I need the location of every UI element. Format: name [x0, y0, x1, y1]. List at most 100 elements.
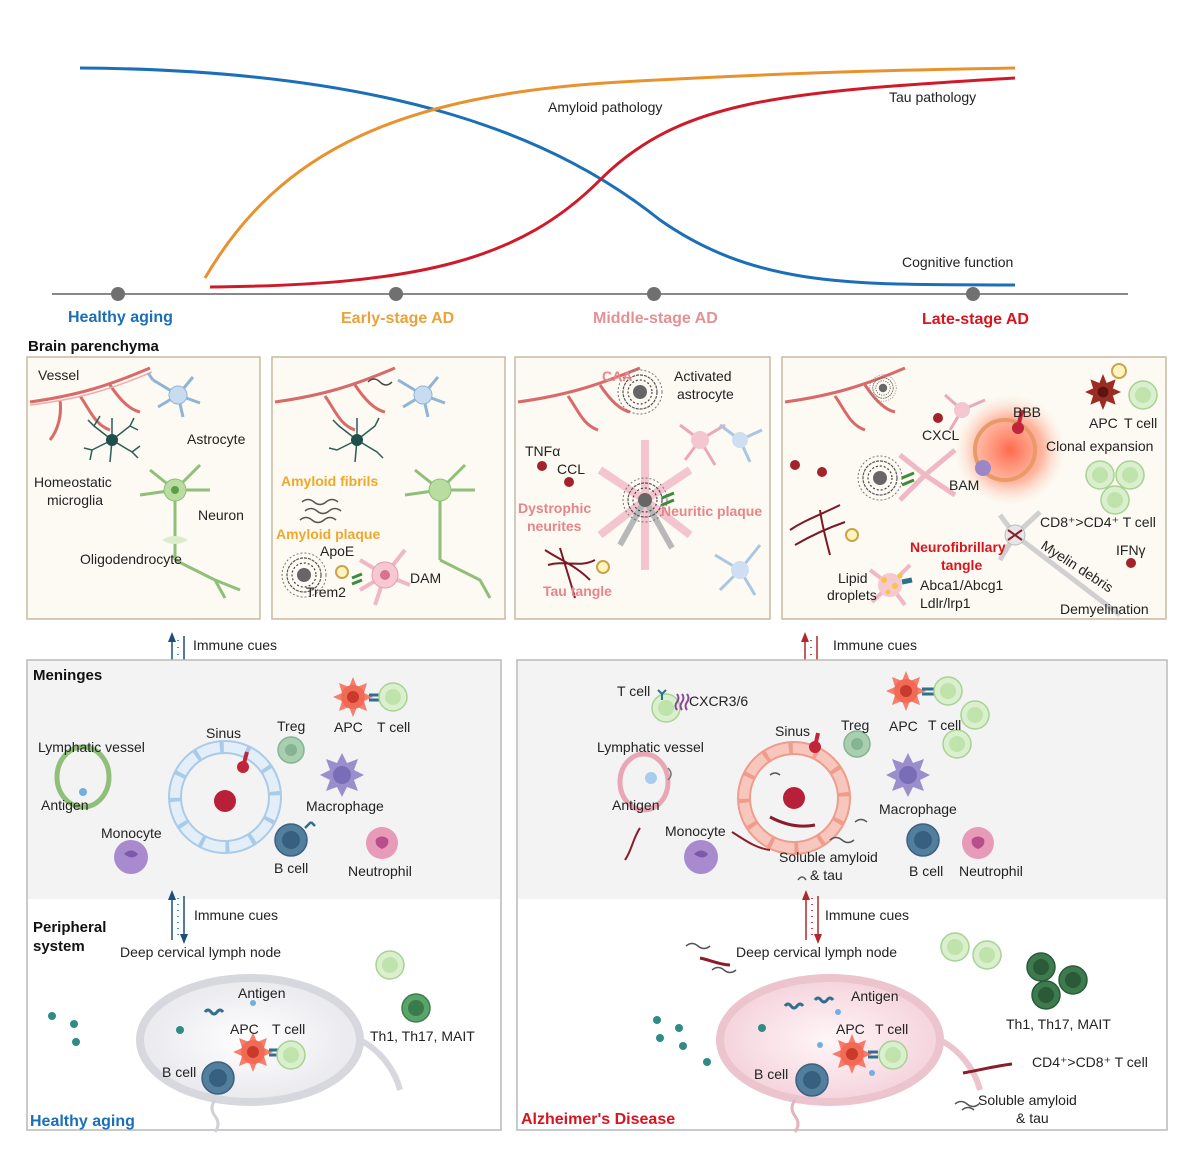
stage-label-healthy: Healthy aging [68, 309, 173, 326]
cxcl-label: CXCL [922, 427, 960, 443]
healthy-peripheral: Deep cervical lymph node Antigen APC T c… [30, 944, 475, 1133]
tcell-icon [276, 1040, 306, 1070]
brain-panel-early: Amyloid fibrils Amyloid plaque ApoE Trem… [271, 356, 506, 620]
bcell-label: B cell [274, 860, 308, 876]
apc-icon [233, 1032, 273, 1072]
lymphatic-vessel-label: Lymphatic vessel [38, 739, 145, 755]
stage-marker-middle [647, 287, 661, 301]
cd4-cd8-tcell-icon [962, 1062, 1013, 1075]
cxcl-icon [933, 413, 943, 423]
neutrophil-icon [366, 827, 398, 859]
immune-cues-label: Immune cues [833, 637, 917, 653]
healthy-meninges: Lymphatic vessel Antigen Sinus Treg APC … [38, 677, 412, 879]
sinus-label: Sinus [775, 723, 810, 739]
lipid-droplet-icon [868, 563, 913, 607]
microglia-icon [83, 415, 141, 463]
stage-marker-late [966, 287, 980, 301]
th-cell-icon [401, 993, 431, 1023]
tcell-icon [960, 700, 990, 730]
amyloid-fibril-icon [367, 378, 393, 386]
tcell-icon [933, 676, 963, 706]
monocyte-icon [684, 840, 718, 874]
soluble-amyloid-icon [685, 942, 737, 974]
antigen-icon [835, 1009, 841, 1015]
soluble-amyloid-label-1: Soluble amyloid [978, 1092, 1077, 1108]
ifng-icon [1126, 558, 1136, 568]
vessel-icon [274, 366, 396, 432]
th-cells-label: Th1, Th17, MAIT [370, 1028, 475, 1044]
lymphatic-vessel-label: Lymphatic vessel [597, 739, 704, 755]
bam-label: BAM [949, 477, 979, 493]
apc-label: APC [230, 1021, 259, 1037]
antigen-label: Antigen [41, 797, 88, 813]
apc-label: APC [836, 1021, 865, 1037]
tcell-icon [940, 932, 970, 962]
neutrophil-icon [962, 827, 994, 859]
bcell-icon [906, 823, 940, 857]
soluble-amyloid-label-2: & tau [810, 867, 843, 883]
bcell-icon [274, 823, 308, 857]
ad-footer-label: Alzheimer's Disease [521, 1111, 675, 1128]
apc-label: APC [334, 719, 363, 735]
lymph-node-label: Deep cervical lymph node [736, 944, 897, 960]
caa-label: CAA [602, 368, 632, 384]
apc-label: APC [1089, 415, 1118, 431]
timeline: Amyloid pathology Tau pathology Cognitiv… [52, 66, 1128, 328]
monocyte-icon [114, 840, 148, 874]
immune-cues-arrow-left-bottom: Immune cues [168, 890, 278, 944]
treg-icon [277, 736, 305, 764]
brain-panel-middle: CAA Activated astrocyte TNFα CCL Dystrop… [514, 356, 771, 620]
stage-marker-healthy [111, 287, 125, 301]
neurofibrillary-label-1: Neurofibrillary [910, 539, 1006, 555]
lymphatic-vessel-icon [54, 744, 112, 810]
lymphatic-vessel-icon [617, 751, 671, 813]
bcell-icon [795, 1063, 829, 1097]
tcell-icon [878, 1040, 908, 1070]
neuritic-plaque-icon [597, 440, 693, 570]
neuron-icon [139, 463, 241, 599]
clonal-expansion-label: Clonal expansion [1046, 438, 1153, 454]
vessel-label: Vessel [38, 367, 79, 383]
monocyte-label: Monocyte [665, 823, 726, 839]
apoe-icon [335, 565, 349, 579]
th-cells-label: Th1, Th17, MAIT [1006, 1016, 1111, 1032]
apoe-label: ApoE [320, 543, 354, 559]
amyloid-curve-label: Amyloid pathology [548, 99, 662, 115]
antigen-label: Antigen [612, 797, 659, 813]
bbb-icon [955, 395, 1065, 505]
tcell-label: T cell [1124, 415, 1157, 431]
tau-tangle-label: Tau tangle [543, 583, 612, 599]
trem2-label: Trem2 [306, 584, 346, 600]
peripheral-title-1: Peripheral [33, 919, 106, 936]
macrophage-label: Macrophage [879, 801, 957, 817]
stage-marker-early [389, 287, 403, 301]
neuritic-plaque-label: Neuritic plaque [661, 503, 762, 519]
abca-label: Abca1/Abcg1 [920, 577, 1003, 593]
apc-icon [333, 677, 373, 717]
meninges-title: Meninges [33, 667, 102, 684]
astrocyte-icon [397, 376, 446, 418]
tcell-icon [375, 950, 405, 980]
th-cell-icon [1031, 980, 1061, 1010]
tau-curve-label: Tau pathology [889, 89, 976, 105]
healthy-footer-label: Healthy aging [30, 1113, 135, 1130]
bam-icon [975, 460, 991, 476]
vessel-icon [29, 366, 151, 441]
dam-icon [358, 548, 411, 606]
treg-icon [843, 730, 871, 758]
neuron-label: Neuron [198, 507, 244, 523]
soluble-amyloid-label-1: Soluble amyloid [779, 849, 878, 865]
healthy-meninges-bg [28, 661, 500, 899]
apc-icon [832, 1034, 872, 1074]
activated-astrocyte-label-1: Activated [674, 368, 732, 384]
soluble-amyloid-label-2: & tau [1016, 1110, 1049, 1126]
brain-panel-late: APC T cell CXCL BBB Clonal expansion BAM… [781, 356, 1167, 620]
lymph-node-label: Deep cervical lymph node [120, 944, 281, 960]
activated-astrocyte-label-2: astrocyte [677, 386, 734, 402]
tnfa-label: TNFα [525, 443, 560, 459]
ccl-label: CCL [557, 461, 585, 477]
amyloid-curve [203, 66, 1016, 279]
neutrophil-label: Neutrophil [959, 863, 1023, 879]
ifng-label: IFNγ [1116, 542, 1146, 558]
bcell-icon [201, 1061, 235, 1095]
